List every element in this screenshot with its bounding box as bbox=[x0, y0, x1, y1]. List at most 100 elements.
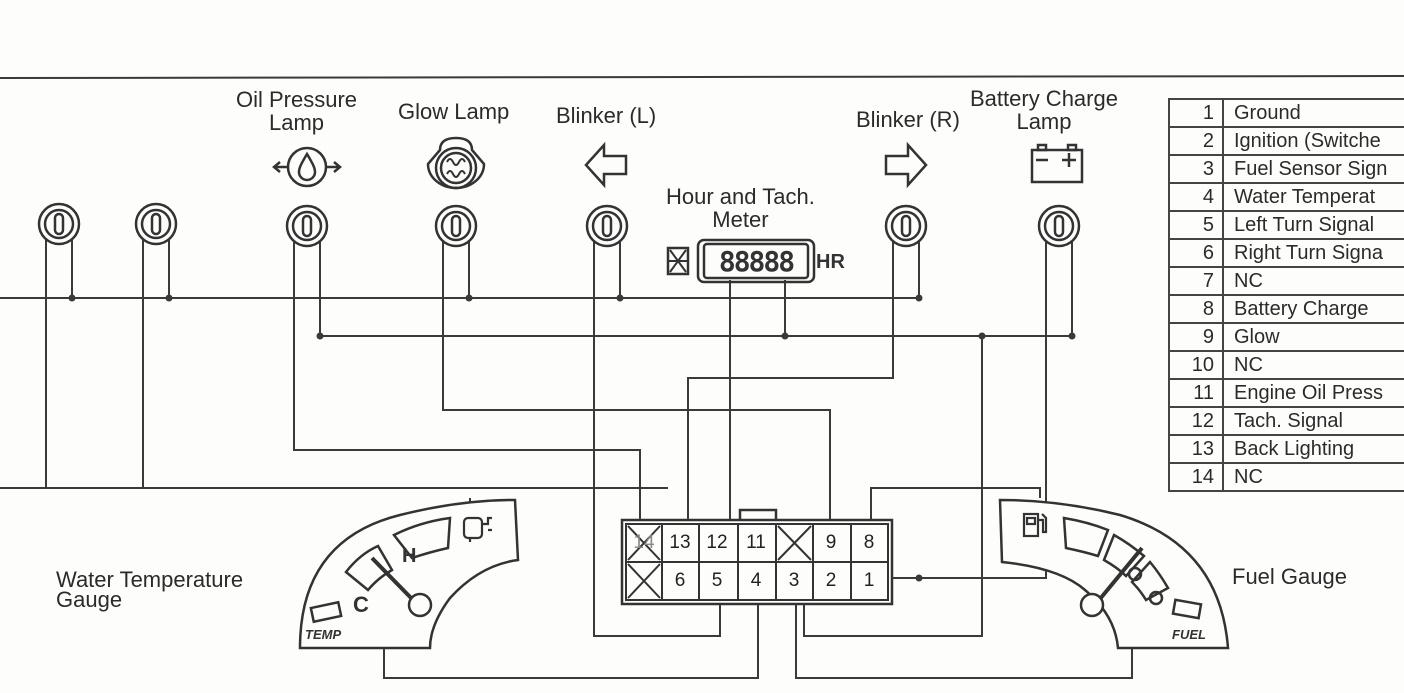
oil-pressure-label-line1: Oil Pressure bbox=[236, 87, 358, 112]
legend-pin-number: 3 bbox=[1168, 154, 1224, 184]
meter-leads bbox=[729, 280, 786, 520]
bulb-icon bbox=[434, 204, 478, 248]
legend-pin-number: 6 bbox=[1168, 238, 1224, 268]
legend-pin-number: 7 bbox=[1168, 266, 1224, 296]
battery-label-line2: Lamp bbox=[1016, 109, 1072, 134]
bulb-icon bbox=[1037, 204, 1081, 248]
glow-lamp-icon bbox=[426, 136, 486, 190]
fuel-pump-icon bbox=[1022, 512, 1048, 538]
bulb-1-leads bbox=[45, 230, 73, 488]
hour-tach-meter-label: Hour and Tach. Meter bbox=[666, 185, 815, 231]
blinker-r-lead bbox=[687, 232, 894, 600]
bulb-icon bbox=[37, 202, 81, 246]
bulb-icon bbox=[585, 204, 629, 248]
glow-bulb-leads bbox=[442, 232, 831, 530]
connector-pin-11: 11 bbox=[746, 532, 766, 553]
meter-label-line2: Meter bbox=[712, 207, 769, 232]
connector-pin-9: 9 bbox=[825, 532, 837, 553]
bulb-icon bbox=[285, 204, 329, 248]
panel-top-edge bbox=[0, 75, 1404, 79]
battery-charge-lamp-label: Battery Charge Lamp bbox=[970, 87, 1118, 133]
legend-pin-number: 13 bbox=[1168, 434, 1224, 464]
fuel-gauge-dial bbox=[998, 498, 1230, 650]
hour-meter-digits: 88888 bbox=[718, 245, 795, 278]
legend-pin-description: NC bbox=[1222, 350, 1404, 380]
water-temperature-gauge bbox=[298, 498, 520, 650]
connector-pin-8: 8 bbox=[863, 532, 875, 553]
connector-pin-1: 1 bbox=[863, 570, 875, 591]
temp-gauge-hot-mark: H bbox=[402, 545, 417, 567]
legend-pin-description: Glow bbox=[1222, 322, 1404, 352]
blinker-left-arrow-icon bbox=[584, 141, 628, 189]
fuel-gauge-label: Fuel Gauge bbox=[1232, 564, 1347, 589]
legend-pin-description: Right Turn Signa bbox=[1222, 238, 1404, 268]
legend-pin-description: NC bbox=[1222, 462, 1404, 492]
legend-pin-number: 8 bbox=[1168, 294, 1224, 324]
battery-label-line1: Battery Charge bbox=[970, 86, 1118, 111]
legend-pin-number: 10 bbox=[1168, 350, 1224, 380]
temp-gauge-text: TEMP bbox=[305, 627, 342, 642]
legend-pin-description: Water Temperat bbox=[1222, 182, 1404, 212]
connector-pin-5: 5 bbox=[711, 570, 723, 591]
water-temp-label-line2: Gauge bbox=[56, 587, 123, 612]
battery-icon bbox=[1030, 143, 1084, 184]
bulb-2-leads bbox=[142, 230, 170, 488]
legend-pin-description: Ground bbox=[1222, 98, 1404, 128]
hour-meter-unit: HR bbox=[816, 251, 845, 273]
temp-gauge-lead bbox=[383, 600, 759, 679]
oil-pressure-label-line2: Lamp bbox=[269, 110, 325, 135]
legend-pin-number: 11 bbox=[1168, 378, 1224, 408]
legend-pin-description: Tach. Signal bbox=[1222, 406, 1404, 436]
connector-pin-4: 4 bbox=[750, 570, 762, 591]
fuel-gauge-text: FUEL bbox=[1172, 627, 1206, 642]
junction-dots bbox=[68, 294, 1076, 582]
connector-pin-13: 13 bbox=[669, 532, 691, 553]
legend-pin-number: 5 bbox=[1168, 210, 1224, 240]
meter-label-line1: Hour and Tach. bbox=[666, 184, 815, 209]
water-temperature-gauge-label: Water Temperature Gauge bbox=[56, 567, 244, 612]
legend-pin-number: 9 bbox=[1168, 322, 1224, 352]
blinker-right-arrow-icon bbox=[884, 141, 928, 189]
blinker-left-label: Blinker (L) bbox=[556, 103, 657, 128]
glow-lamp-label: Glow Lamp bbox=[398, 99, 510, 124]
connector-pin-2: 2 bbox=[825, 570, 837, 591]
legend-pin-number: 1 bbox=[1168, 98, 1224, 128]
legend-pin-number: 14 bbox=[1168, 462, 1224, 492]
legend-pin-description: Back Lighting bbox=[1222, 434, 1404, 464]
connector-pin-3: 3 bbox=[788, 570, 800, 591]
connector-block bbox=[620, 508, 894, 606]
connector-pin-6: 6 bbox=[674, 570, 686, 591]
oil-pressure-icon bbox=[272, 146, 342, 188]
legend-pin-number: 12 bbox=[1168, 406, 1224, 436]
legend-pin-number: 2 bbox=[1168, 126, 1224, 156]
connector-pin-12: 12 bbox=[706, 532, 728, 553]
fuel-gauge-lead bbox=[803, 336, 983, 637]
blinker-l-leads bbox=[593, 232, 721, 637]
oil-pressure-lamp-label: Oil Pressure Lamp bbox=[236, 88, 357, 134]
bulb-icon bbox=[884, 204, 928, 248]
bulb-icon bbox=[134, 202, 178, 246]
legend-pin-description: NC bbox=[1222, 266, 1404, 296]
temp-gauge-cold-mark: C bbox=[353, 592, 369, 617]
water-temp-label-line1: Water Temperature bbox=[56, 567, 244, 592]
connector-pin-14: 14 bbox=[633, 532, 655, 553]
oil-bulb-leads bbox=[293, 232, 641, 530]
blinker-right-label: Blinker (R) bbox=[856, 107, 960, 132]
hour-meter-frame bbox=[666, 238, 816, 284]
fuel-gauge-bottom-lead bbox=[795, 600, 1133, 679]
legend-pin-description: Battery Charge bbox=[1222, 294, 1404, 324]
